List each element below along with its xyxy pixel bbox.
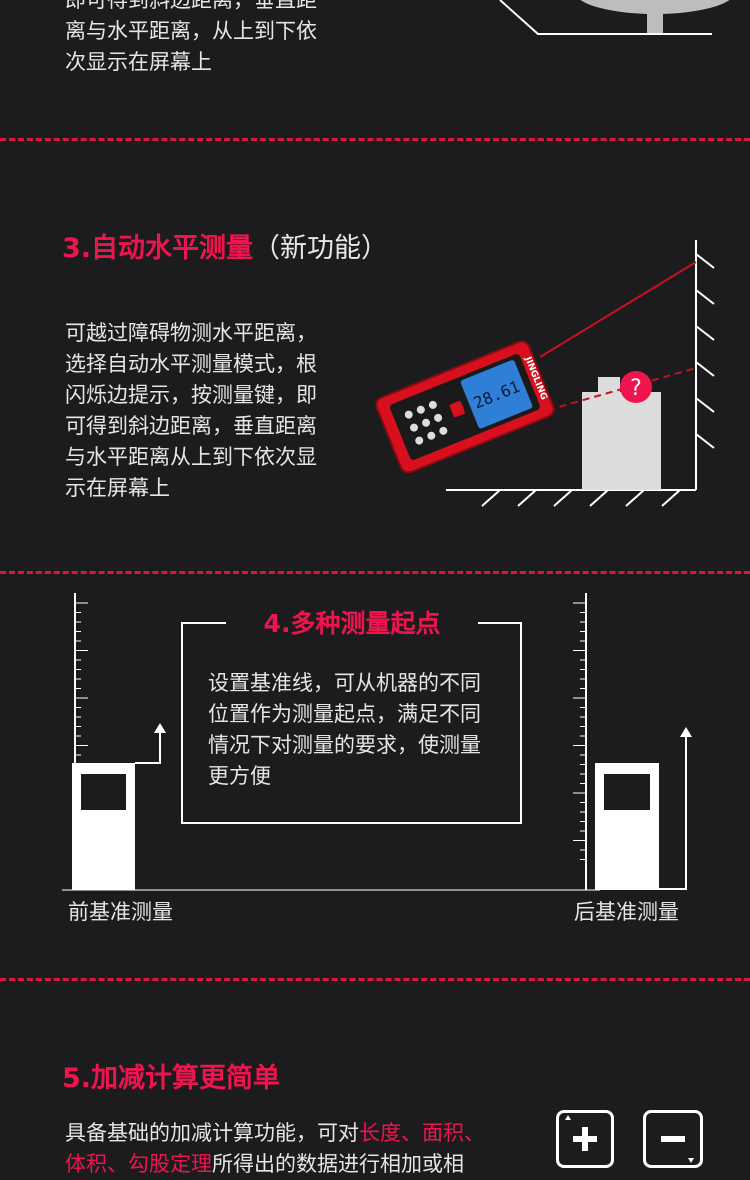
section5-line-2-plain: 所得出的数据进行相加或相: [212, 1152, 464, 1176]
section2-line-3: 次显示在屏幕上: [65, 50, 212, 74]
section5-line-1-plain: 具备基础的加减计算功能，可对: [65, 1121, 359, 1145]
section2-line-1: 即可得到斜边距离，垂直距: [65, 0, 317, 12]
section3-title-suffix: （新功能）: [253, 233, 389, 264]
front-reference-label: 前基准测量: [68, 900, 173, 924]
divider-1: [0, 138, 750, 141]
section4-line-2: 位置作为测量起点，满足不同: [208, 702, 481, 726]
question-mark: ?: [630, 376, 642, 401]
plus-key-icon: [556, 1110, 614, 1168]
section2-illustration: [499, 0, 730, 35]
section3-line-6: 示在屏幕上: [65, 476, 170, 500]
section2-line-2: 离与水平距离，从上到下依: [65, 19, 317, 43]
section4-text: 设置基准线，可从机器的不同 位置作为测量起点，满足不同 情况下对测量的要求，使测…: [208, 668, 508, 792]
section4-illustration: [62, 593, 692, 891]
section5-line-2: 体积、勾股定理所得出的数据进行相加或相: [65, 1149, 525, 1180]
section3-heading: 3.自动水平测量（新功能）: [62, 226, 388, 265]
section4-line-3: 情况下对测量的要求，使测量: [208, 733, 481, 757]
section3-text: 可越过障碍物测水平距离， 选择自动水平测量模式，根 闪烁边提示，按测量键，即 可…: [65, 318, 355, 504]
section3-illustration: ? 28.61 JINGLING: [375, 240, 715, 507]
section4-title: 4.多种测量起点: [263, 609, 441, 638]
section3-line-1: 可越过障碍物测水平距离，: [65, 321, 317, 345]
section3-line-2: 选择自动水平测量模式，根: [65, 352, 317, 376]
section3-title: 3.自动水平测量: [62, 233, 254, 264]
divider-2: [0, 571, 750, 574]
section4-line-4: 更方便: [208, 764, 271, 788]
section3-line-4: 可得到斜边距离，垂直距离: [65, 414, 317, 438]
rear-reference-label: 后基准测量: [574, 900, 679, 924]
section5-line-1-highlight: 长度、面积、: [359, 1121, 485, 1145]
section5-text: 具备基础的加减计算功能，可对长度、面积、 体积、勾股定理所得出的数据进行相加或相: [65, 1118, 525, 1180]
section4-line-1: 设置基准线，可从机器的不同: [208, 671, 481, 695]
section3-line-5: 与水平距离从上到下依次显: [65, 445, 317, 469]
minus-key-icon: [643, 1110, 703, 1168]
divider-3: [0, 978, 750, 981]
section2-text: 即可得到斜边距离，垂直距 离与水平距离，从上到下依 次显示在屏幕上: [65, 0, 355, 78]
section3-line-3: 闪烁边提示，按测量键，即: [65, 383, 317, 407]
section5-title: 5.加减计算更简单: [62, 1063, 281, 1094]
section5-line-1: 具备基础的加减计算功能，可对长度、面积、: [65, 1118, 525, 1149]
section5-line-2-highlight: 体积、勾股定理: [65, 1152, 212, 1176]
